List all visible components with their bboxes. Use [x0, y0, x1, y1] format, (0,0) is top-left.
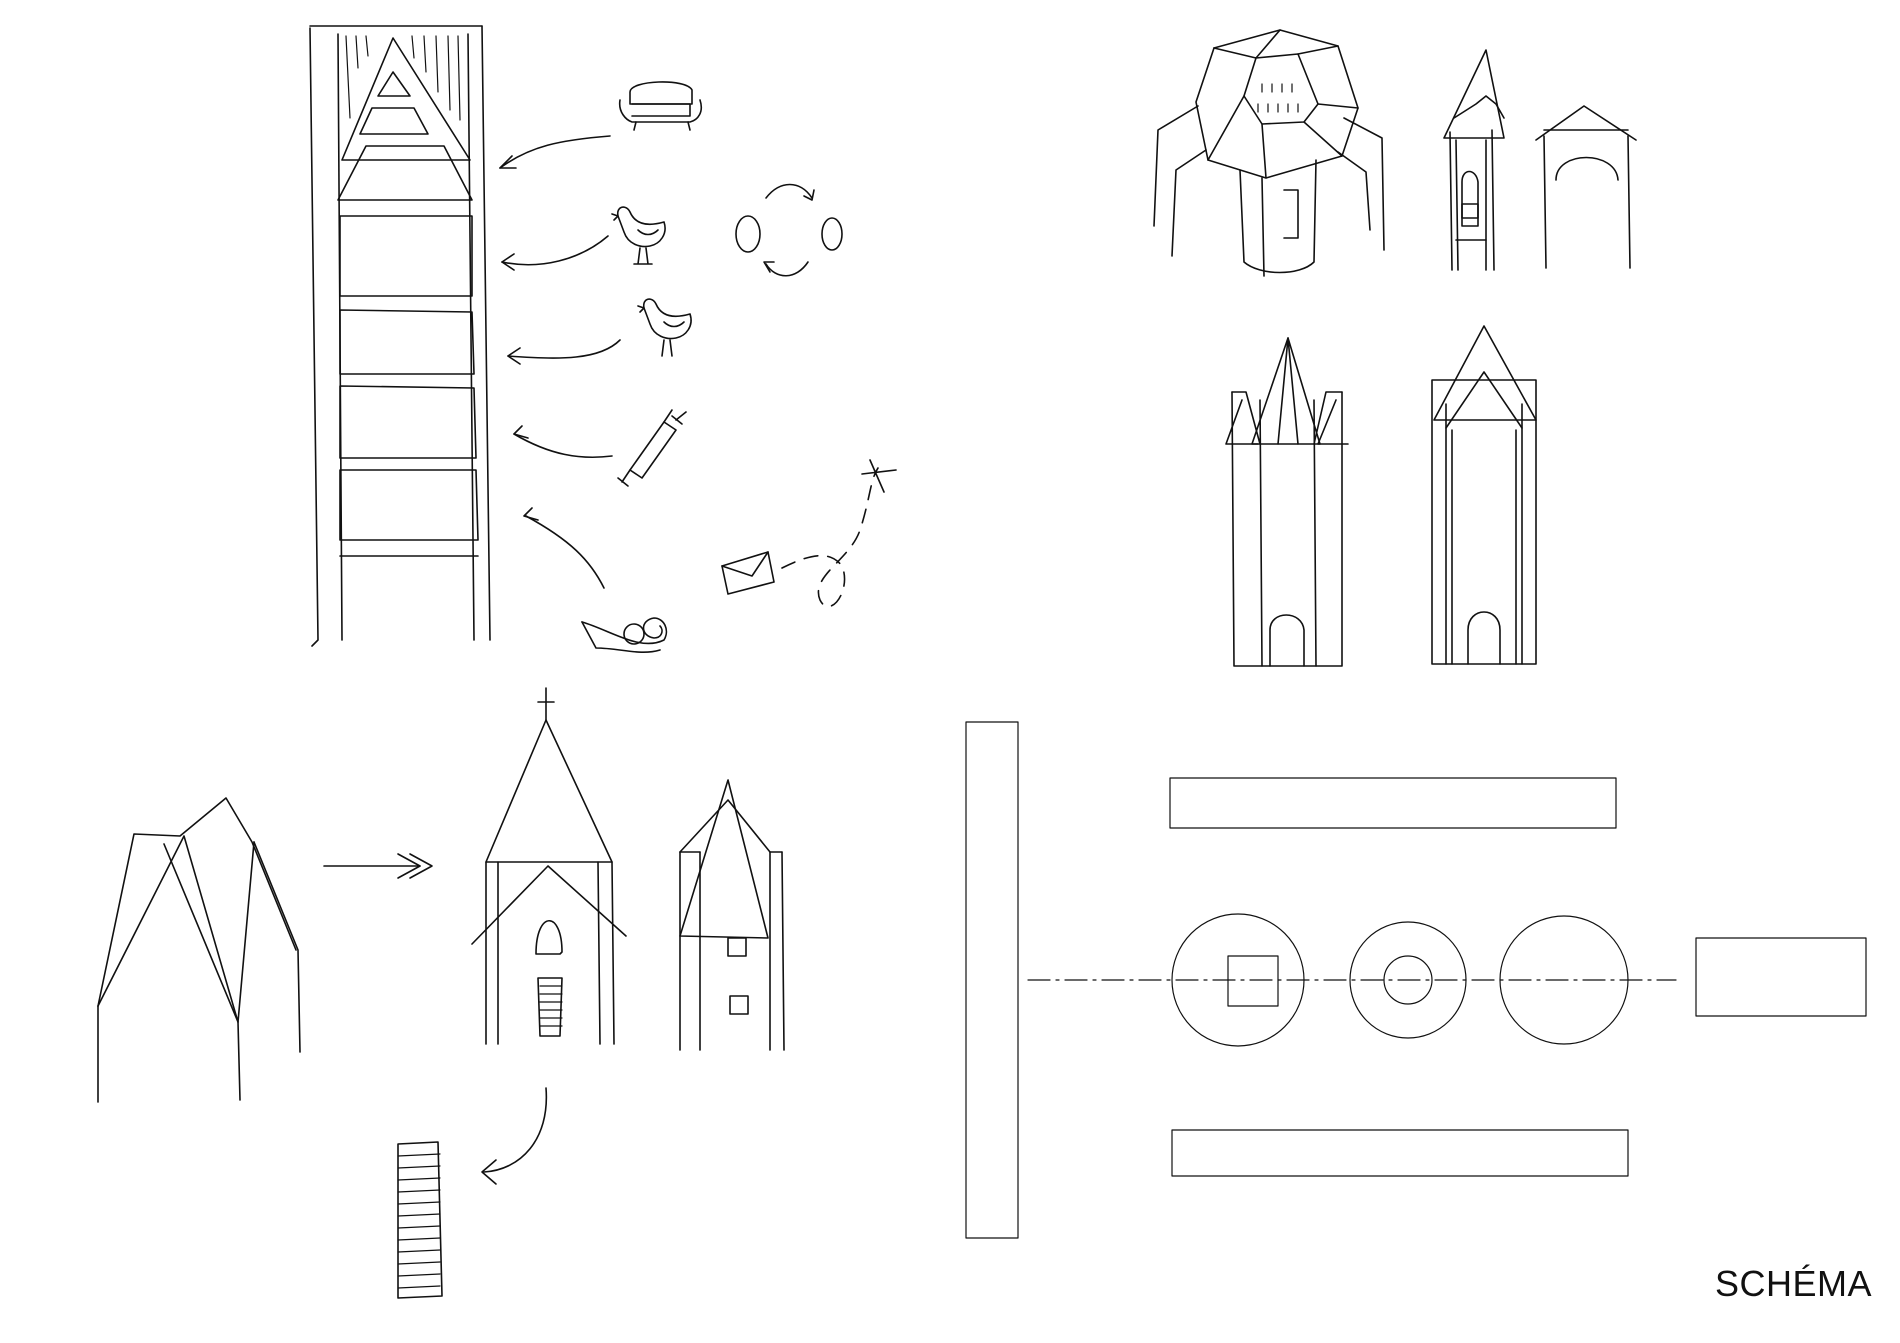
double-arrow [323, 853, 433, 879]
mushroom-building [1153, 29, 1385, 277]
map-path-icon [781, 459, 897, 608]
down-arrow [481, 1087, 548, 1185]
spire-tower-right [1431, 325, 1537, 665]
syringe-icon [617, 409, 687, 487]
church-with-cross [471, 687, 627, 1045]
small-house [679, 779, 785, 1051]
narrow-tower [1443, 49, 1505, 271]
cycle-arrow-icon [763, 183, 815, 277]
arrow-group-ladder [499, 135, 621, 589]
gable-arch-building [1535, 105, 1637, 269]
armchair-icon [618, 81, 703, 131]
post-horn-icon [581, 617, 668, 653]
egg-icon [735, 215, 843, 253]
plan-diagram [965, 721, 1867, 1239]
envelope-icon [721, 551, 775, 595]
chicken-icon [611, 206, 666, 265]
ladder-tower [309, 25, 491, 647]
folded-gable-sketch [97, 797, 301, 1103]
ladder-piece [397, 1141, 443, 1299]
chicken-icon [637, 298, 692, 357]
spire-tower-left [1225, 337, 1349, 667]
page-title: SCHÉMA [1714, 1263, 1872, 1304]
